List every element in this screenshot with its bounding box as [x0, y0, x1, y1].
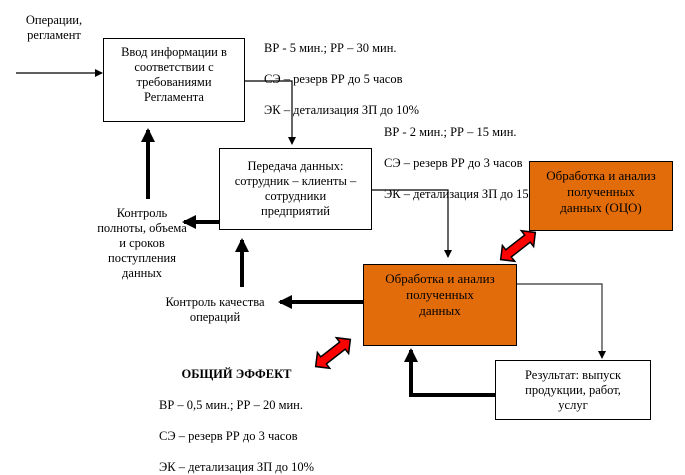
metric-line: ЭК – детализация ЗП до 15%: [384, 186, 539, 201]
metric-line: ВР - 2 мин.; РР – 15 мин.: [384, 124, 517, 139]
node-result[interactable]: Результат: выпуск продукции, работ, услу…: [495, 360, 651, 420]
double-arrow-icon: [499, 229, 537, 263]
node-processing-main-text: Обработка и анализ полученных данных: [385, 271, 495, 318]
node-input-entry-text: Ввод информации в соответствии с требова…: [121, 45, 227, 104]
node-processing-main[interactable]: Обработка и анализ полученных данных: [363, 264, 517, 346]
arrow-result-to-processing: [404, 348, 496, 397]
connectors-layer: [16, 69, 606, 397]
metric-line: СЭ – резерв РР до 5 часов: [264, 71, 403, 86]
node-data-transfer[interactable]: Передача данных: сотрудник – клиенты – с…: [219, 148, 372, 230]
metric-line: ЭК – детализация ЗП до 10%: [159, 459, 314, 474]
total-effect-title: ОБЩИЙ ЭФФЕКТ: [181, 366, 292, 381]
metric-line: СЭ – резерв РР до 3 часов: [159, 428, 298, 443]
metric-line: ЭК – детализация ЗП до 10%: [264, 102, 419, 117]
node-data-transfer-text: Передача данных: сотрудник – клиенты – с…: [234, 159, 357, 218]
metrics-stage-transfer: ВР - 2 мин.; РР – 15 мин. СЭ – резерв РР…: [384, 109, 539, 202]
arrow-processing-to-result: [517, 283, 606, 359]
arrow-entry-to-transfer: [244, 80, 296, 145]
metrics-stage-input: ВР - 5 мин.; РР – 30 мин. СЭ – резерв РР…: [264, 25, 419, 118]
metrics-total-effect: ОБЩИЙ ЭФФЕКТ ВР – 0,5 мин.; РР – 20 мин.…: [159, 351, 314, 475]
node-processing-oco[interactable]: Обработка и анализ полученных данных (ОЦ…: [529, 161, 673, 231]
process-diagram: Операции, регламент Ввод информации в со…: [16, 13, 673, 474]
node-processing-oco-text: Обработка и анализ полученных данных (ОЦ…: [546, 168, 656, 215]
double-arrow-icon: [314, 336, 352, 370]
metric-line: ВР - 5 мин.; РР – 30 мин.: [264, 40, 397, 55]
node-input-entry[interactable]: Ввод информации в соответствии с требова…: [103, 38, 245, 122]
control-completeness-label: Контроль полноты, объема и сроков поступ…: [97, 206, 187, 280]
arrow-transfer-to-processing: [371, 189, 452, 258]
input-label: Операции, регламент: [25, 13, 83, 42]
control-quality-label: Контроль качества операций: [165, 295, 265, 324]
metric-line: ВР – 0,5 мин.; РР – 20 мин.: [159, 397, 303, 412]
metric-line: СЭ – резерв РР до 3 часов: [384, 155, 523, 170]
node-result-text: Результат: выпуск продукции, работ, услу…: [524, 367, 622, 412]
